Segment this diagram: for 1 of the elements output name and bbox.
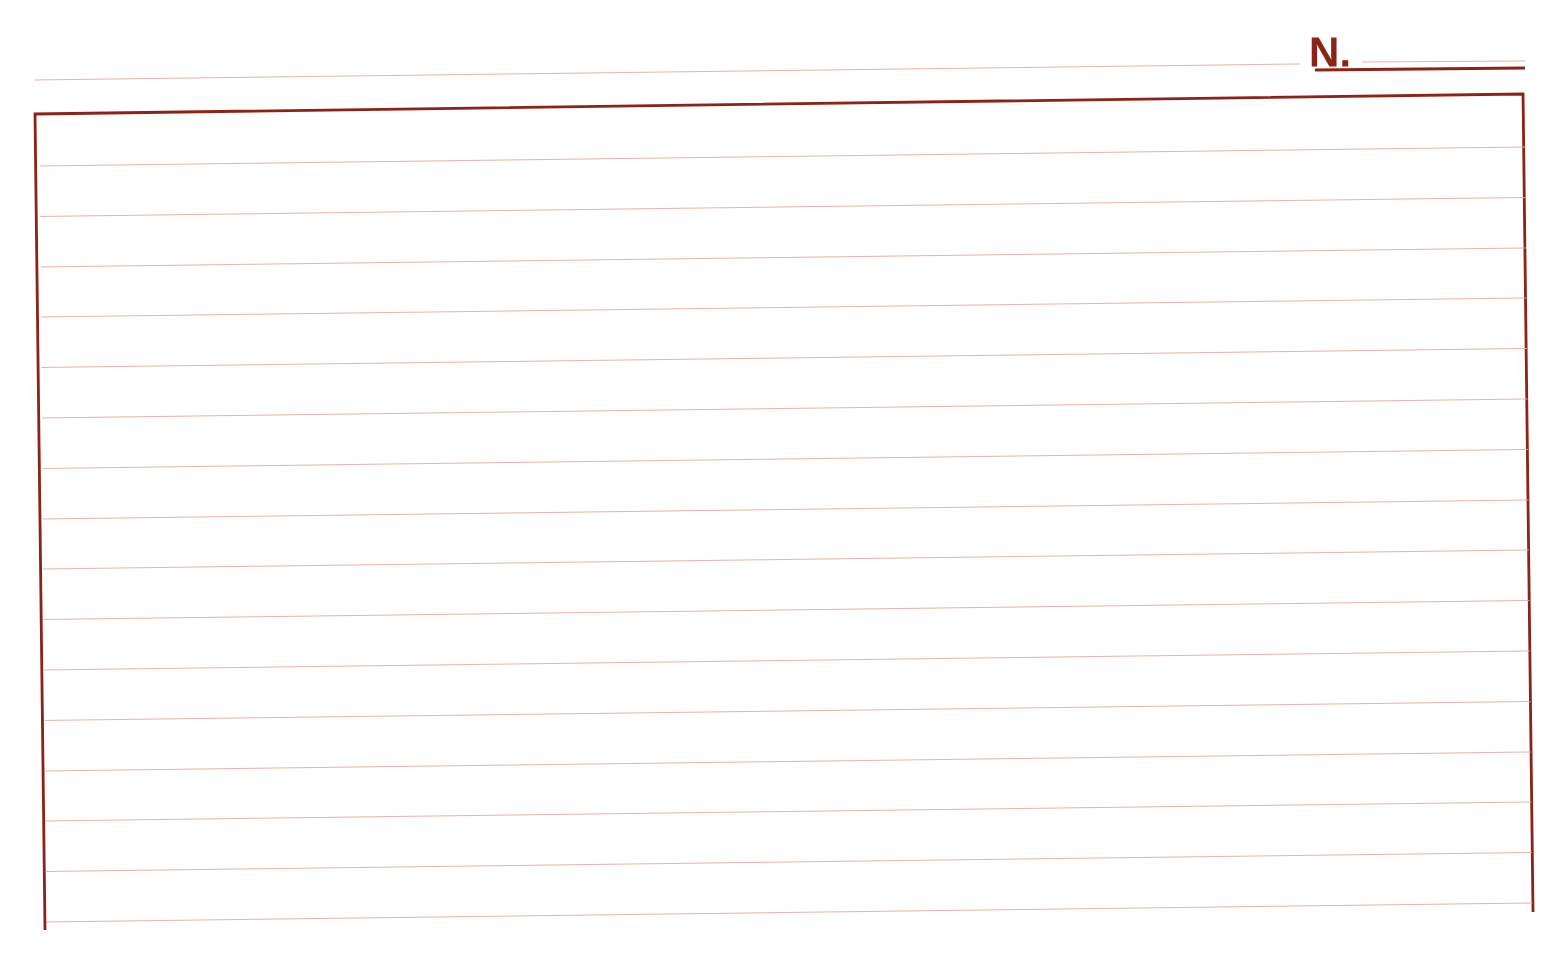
number-label: N.: [1311, 37, 1349, 67]
